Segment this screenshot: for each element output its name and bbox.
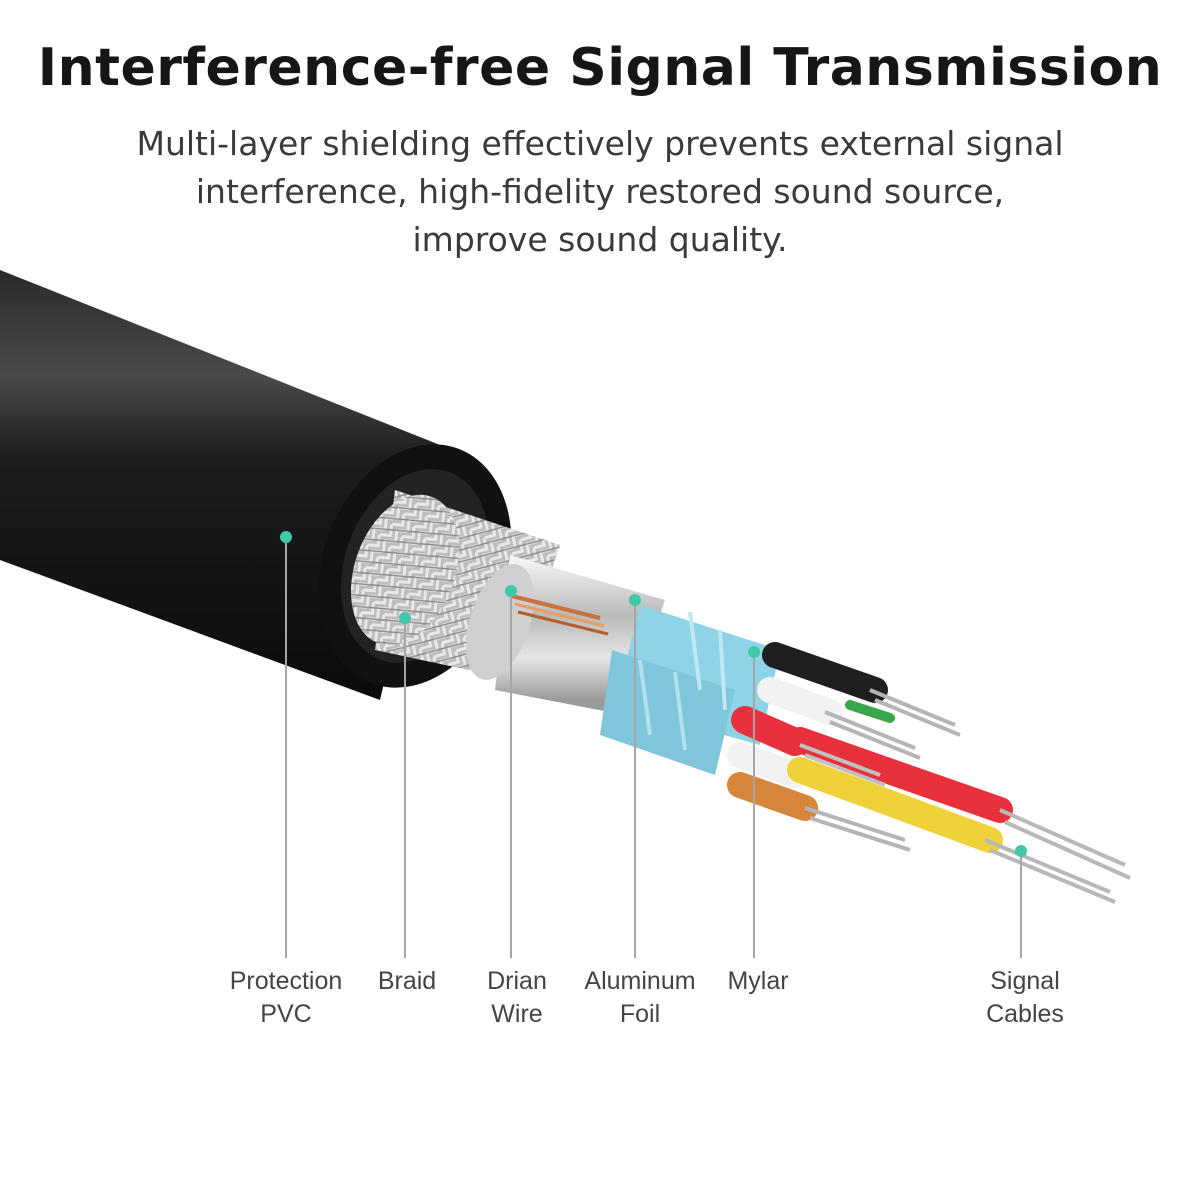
label-line: Foil <box>619 1000 661 1028</box>
label-line: Braid <box>377 967 437 995</box>
marker-signal <box>1015 845 1027 857</box>
page-subtitle: Multi-layer shielding effectively preven… <box>100 120 1100 264</box>
subtitle-line-3: improve sound quality. <box>412 220 788 259</box>
label-signal-cables: Signal Cables <box>935 965 1115 1031</box>
layer-markers <box>280 531 1027 857</box>
label-line: PVC <box>260 1000 312 1028</box>
label-line: Mylar <box>727 967 789 995</box>
marker-mylar <box>748 646 760 658</box>
drain-wire <box>511 594 609 636</box>
label-drain-wire: Drian Wire <box>427 965 607 1031</box>
label-line: Protection <box>229 967 343 995</box>
page-title: Interference-free Signal Transmission <box>37 38 1163 98</box>
label-protection-pvc: Protection PVC <box>196 965 376 1031</box>
mylar-wraps <box>600 605 780 775</box>
label-line: Drian <box>487 967 547 995</box>
label-mylar: Mylar <box>668 965 848 998</box>
leader-lines <box>285 537 1022 958</box>
label-line: Signal <box>990 967 1060 995</box>
label-line: Aluminum <box>584 967 696 995</box>
marker-foil <box>629 594 641 606</box>
marker-drain <box>505 585 517 597</box>
subtitle-line-1: Multi-layer shielding effectively preven… <box>136 124 1064 163</box>
label-aluminum-foil: Aluminum Foil <box>550 965 730 1031</box>
marker-pvc <box>280 531 292 543</box>
subtitle-line-2: interference, high-fidelity restored sou… <box>195 172 1005 211</box>
label-line: Wire <box>491 1000 543 1028</box>
marker-braid <box>399 612 411 624</box>
label-braid: Braid <box>317 965 497 998</box>
label-line: Cables <box>986 1000 1064 1028</box>
signal-cables <box>727 642 1131 904</box>
